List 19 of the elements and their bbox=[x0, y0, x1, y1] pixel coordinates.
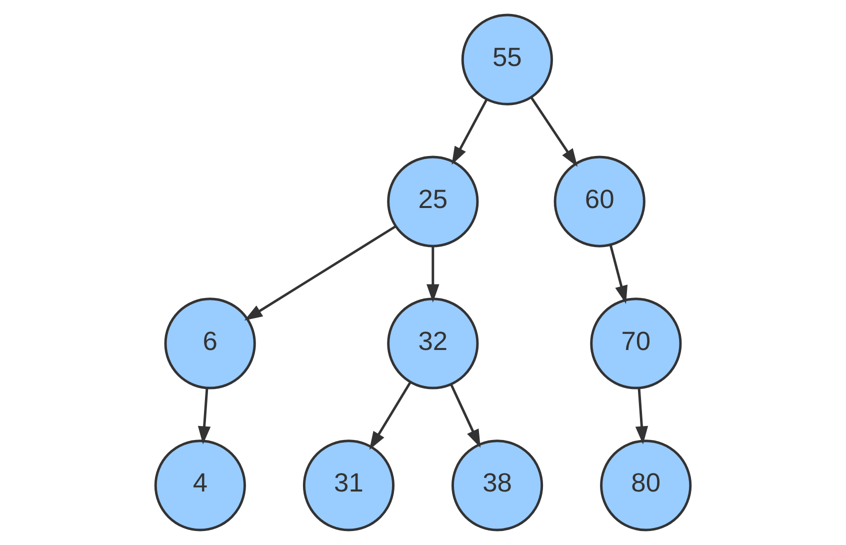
arrow bbox=[198, 388, 211, 444]
arrow bbox=[426, 246, 440, 302]
node-circle: 70 bbox=[590, 298, 682, 390]
node-circle: 31 bbox=[302, 440, 395, 532]
node-circle: 60 bbox=[554, 156, 646, 248]
node-circle: 25 bbox=[387, 156, 479, 248]
node-circle: 32 bbox=[387, 298, 479, 390]
arrow bbox=[452, 99, 488, 165]
arrow bbox=[369, 382, 412, 450]
arrow bbox=[635, 388, 648, 444]
node-circle: 4 bbox=[154, 440, 246, 532]
arrow bbox=[609, 244, 628, 304]
arrow bbox=[244, 225, 396, 320]
node-circle: 38 bbox=[451, 440, 544, 532]
node-circle: 55 bbox=[461, 14, 553, 106]
arrow bbox=[530, 96, 578, 167]
node-circle: 80 bbox=[600, 440, 692, 532]
arrow bbox=[450, 384, 481, 448]
node-circle: 6 bbox=[164, 298, 256, 390]
